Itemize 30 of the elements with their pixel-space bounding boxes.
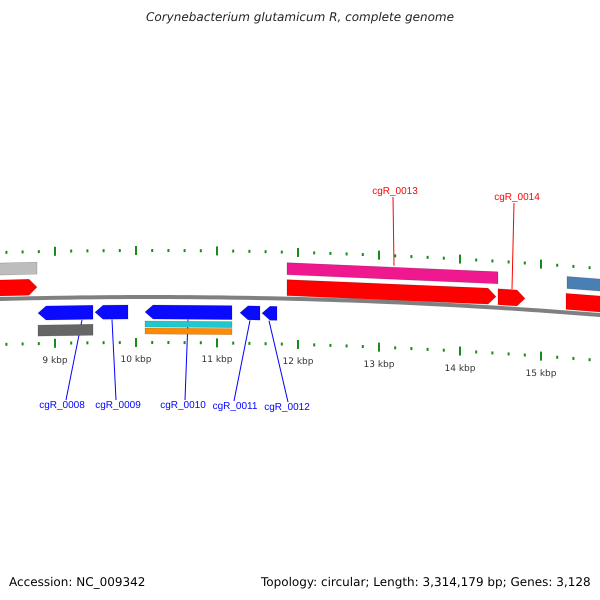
genome-summary: Topology: circular; Length: 3,314,179 bp; Genes: 3,128: [261, 575, 591, 589]
leader-line: [234, 320, 250, 402]
leader-line: [512, 202, 514, 290]
scale-label: 9 kbp: [42, 356, 68, 366]
gene-label: cgR_0010: [160, 400, 206, 411]
diagram-title: Corynebacterium glutamicum R, complete genome: [146, 10, 454, 24]
scale-label: 12 kbp: [282, 356, 314, 367]
gene-feature: [240, 306, 260, 320]
scale-label: 15 kbp: [526, 368, 556, 379]
gene-label: cgR_0012: [264, 402, 310, 413]
leader-line: [392, 196, 394, 266]
leader-line: [268, 320, 288, 402]
gene-feature: [38, 304, 94, 320]
gene-label: cgR_0014: [494, 192, 540, 203]
leader-line: [112, 319, 116, 400]
gene-label: cgR_0013: [372, 186, 418, 197]
gene-label: cgR_0008: [39, 400, 85, 411]
gene-label: cgR_0009: [95, 400, 141, 411]
gene-feature: [498, 288, 526, 306]
scale-label: 11 kbp: [202, 355, 232, 366]
scale-label: 14 kbp: [444, 364, 476, 374]
scale-label: 13 kbp: [364, 360, 394, 370]
leader-line: [184, 319, 188, 400]
gene-feature: [94, 304, 128, 320]
scale-label: 10 kbp: [120, 355, 152, 366]
accession-text: Accession: NC_009342: [9, 575, 146, 589]
gene-feature: [262, 306, 278, 321]
gene-feature: [144, 304, 232, 320]
gene-feature: [286, 262, 498, 284]
gene-label: cgR_0011: [212, 401, 258, 412]
